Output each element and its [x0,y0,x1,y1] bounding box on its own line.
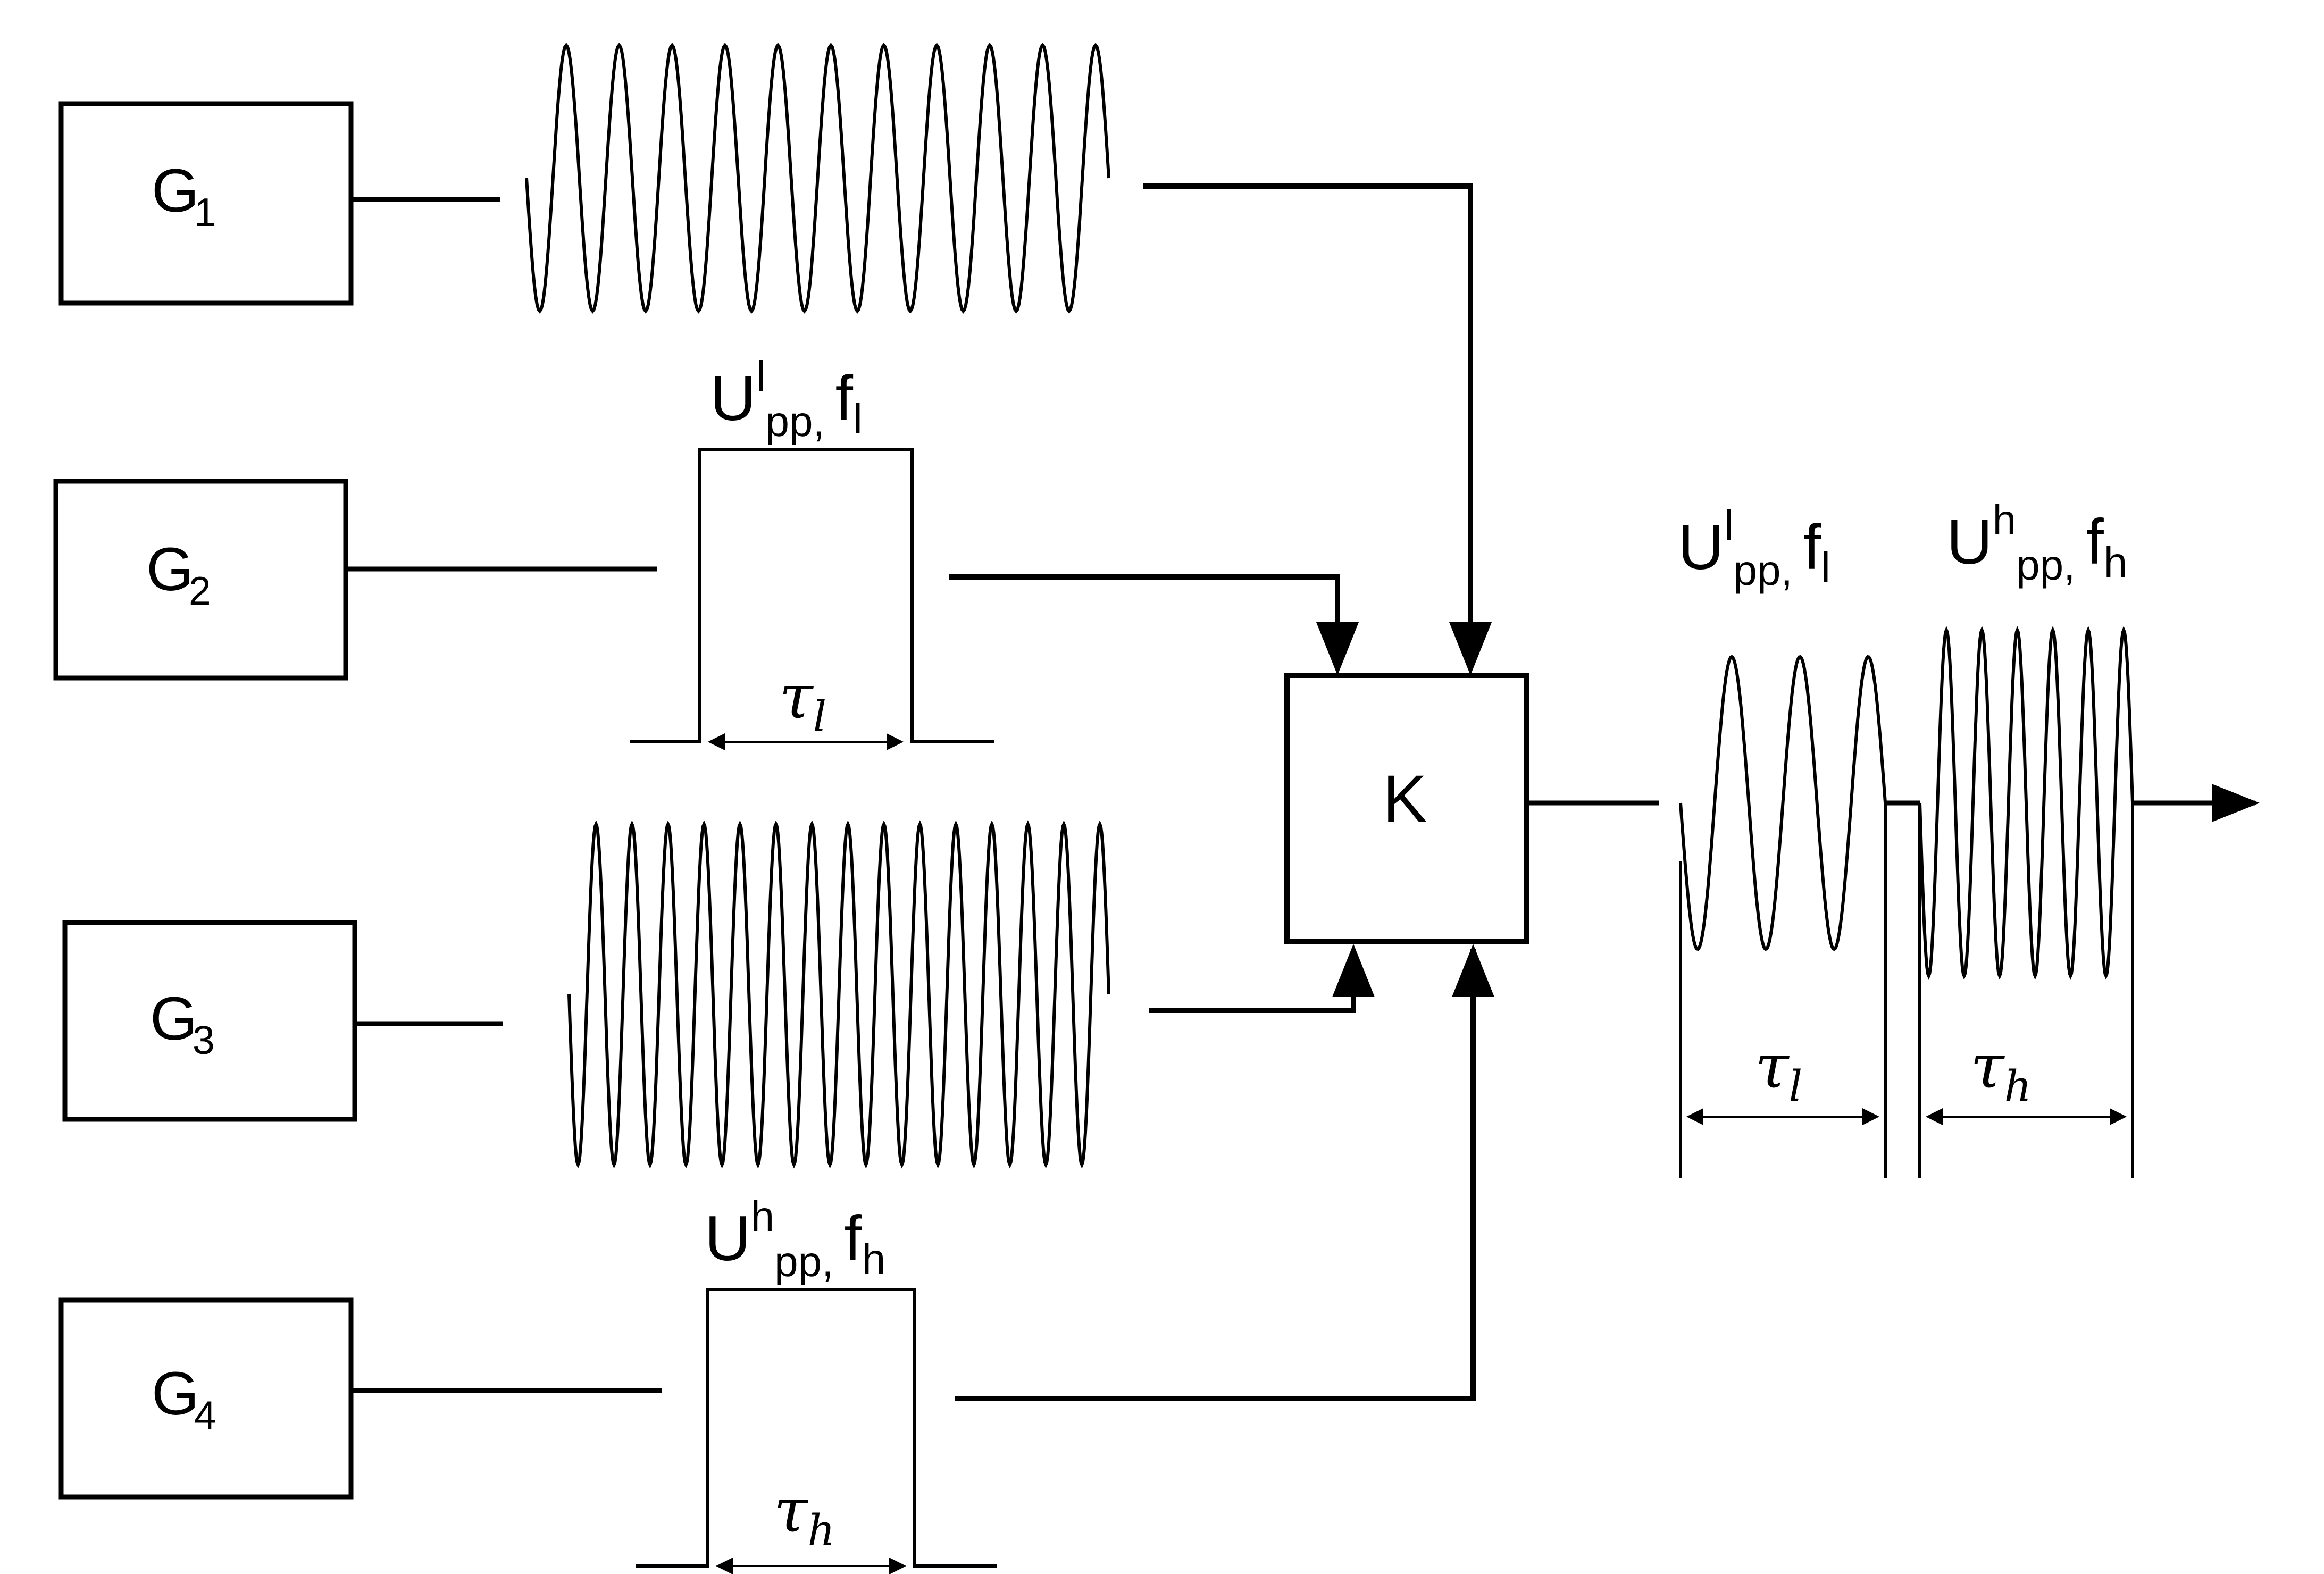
output-high-tau: τ [1970,1031,2005,1102]
output-high-tau-sub: h [2004,1061,2032,1111]
output-low-u: U [1678,512,1724,583]
generator-g1-letter: G [152,157,199,225]
output-high-f-sub: h [2104,539,2128,586]
output-low-pp: pp, [1733,547,1792,594]
pulse-high-width-label: τh [774,1475,835,1555]
generator-g1-index: 1 [194,190,216,235]
pulse-low-f-sub: l [853,395,863,442]
output-low-tau-sub: l [1789,1061,1803,1111]
generator-g3-index: 3 [193,1018,215,1062]
pulse-high-u-sup: h [751,1193,775,1240]
pulse-high-f-sub: h [862,1235,886,1283]
sine-wave-high-frequency [567,820,1110,1169]
generator-g3-letter: G [150,985,197,1053]
output-high-u-sup: h [1993,496,2017,543]
generator-g2: G 2 [53,479,348,681]
output-burst-high-frequency [1918,626,2134,980]
pulse-high-tau: τ [774,1475,809,1546]
generator-g4: G 4 [58,1297,354,1500]
output-high-u: U [1946,506,1993,577]
pulse-low-width-label: τl [779,662,826,741]
pulse-high [636,1288,997,1568]
pulse-high-f: f [844,1203,862,1274]
pulse-low-u: U [710,363,756,434]
output-low-label: Ulpp,fl [1678,501,1830,594]
pulse-low-tau: τ [779,662,814,733]
generator-g3: G 3 [62,920,357,1122]
combiner-label: K [1383,762,1427,836]
output-low-f: f [1803,512,1821,583]
pulse-low-u-sup: l [756,353,766,400]
sine-wave-low-frequency [525,43,1110,314]
output-burst-low-frequency [1679,655,1887,951]
generator-g4-letter: G [152,1360,199,1428]
output-low-tau: τ [1755,1031,1790,1102]
generator-g4-index: 4 [194,1393,216,1437]
output-low-u-sup: l [1724,501,1734,549]
output-high-f: f [2086,506,2104,577]
pulse-high-label: Uhpp,fh [705,1193,885,1285]
pulse-high-tau-sub: h [808,1505,835,1555]
generator-output-lines [346,197,662,1393]
combiner-block: K [1284,673,1529,944]
pulse-low-label: Ulpp,fl [710,353,863,445]
output-low-width-label: τl [1755,1031,1802,1111]
pulse-high-pp: pp, [774,1238,833,1285]
generator-g1: G 1 [58,101,354,306]
output-timing-markers [1679,803,2134,1178]
output-low-f-sub: l [1821,544,1830,591]
generator-g2-index: 2 [189,568,211,613]
signal-paths [949,183,1494,1401]
pulse-high-u: U [705,1203,751,1274]
output-high-pp: pp, [2016,541,2075,589]
output-high-label: Uhpp,fh [1946,496,2127,589]
pulse-low-tau-sub: l [813,692,827,741]
pulse-low-pp: pp, [765,398,824,445]
generator-g2-letter: G [146,535,194,604]
output-high-width-label: τh [1970,1031,2032,1111]
pulse-low-f: f [835,363,854,434]
pulse-low [630,448,994,743]
